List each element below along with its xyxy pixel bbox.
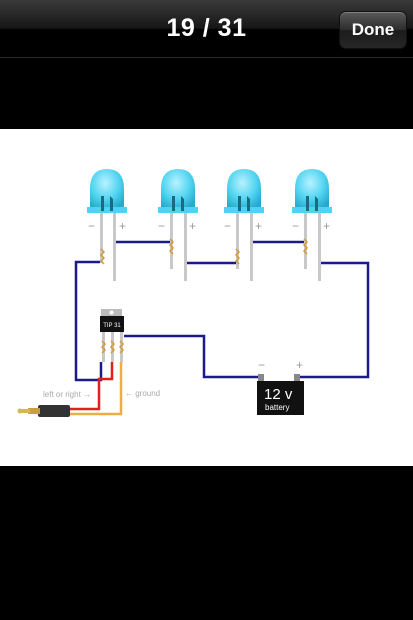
- led-1-minus-label: −: [88, 219, 95, 233]
- circuit-diagram-photo: − + − + − + − + TIP 31: [0, 129, 413, 466]
- battery-voltage: 12 v: [264, 386, 293, 403]
- done-button[interactable]: Done: [339, 11, 407, 49]
- led-2-plus-label: +: [189, 219, 196, 233]
- led-1-plus-label: +: [119, 219, 126, 233]
- ground-wire: [70, 362, 123, 416]
- led-3-plus-label: +: [255, 219, 262, 233]
- battery: − + 12 v battery: [257, 358, 304, 415]
- ground-annotation: ← ground: [125, 389, 160, 398]
- led-4-minus-label: −: [292, 219, 299, 233]
- led-3-minus-label: −: [224, 219, 231, 233]
- transistor: TIP 31: [100, 309, 125, 362]
- battery-plus-label: +: [296, 358, 303, 372]
- photo-counter: 19 / 31: [166, 14, 247, 42]
- circuit-wires: [74, 240, 370, 382]
- led-pin-labels: − + − + − + − +: [88, 219, 330, 233]
- led-3: [224, 169, 264, 281]
- led-2-minus-label: −: [158, 219, 165, 233]
- left-right-annotation: left or right →: [43, 390, 91, 399]
- circuit-diagram: − + − + − + − + TIP 31: [17, 169, 370, 417]
- transistor-label: TIP 31: [103, 323, 121, 329]
- audio-jack: [17, 405, 70, 417]
- navigation-bar: 19 / 31 Done: [0, 0, 413, 58]
- led-1: [87, 169, 127, 281]
- battery-minus-label: −: [258, 358, 265, 372]
- led-4-plus-label: +: [323, 219, 330, 233]
- led-4: [292, 169, 332, 281]
- led-2: [158, 169, 198, 281]
- battery-label: battery: [265, 403, 289, 412]
- signal-wire: [70, 362, 114, 411]
